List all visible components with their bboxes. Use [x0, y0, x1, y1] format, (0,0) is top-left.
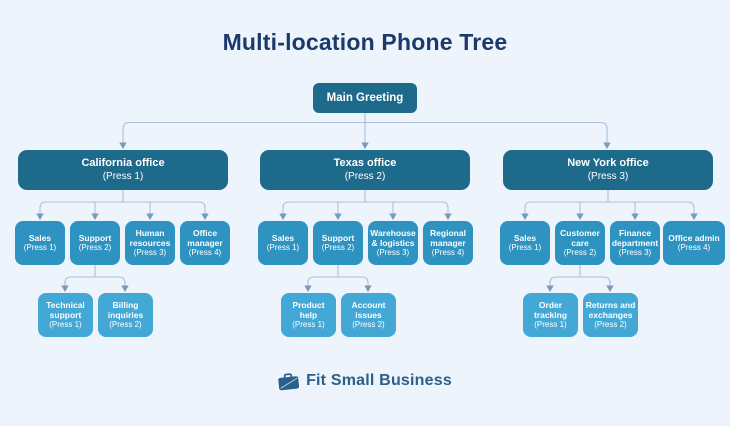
node-label: New York office	[567, 157, 649, 170]
node-label: Finance department	[611, 227, 659, 248]
node-press: (Press 3)	[587, 170, 629, 182]
node-press: (Press 1)	[102, 170, 144, 182]
node-ny-returns-exchanges: Returns and exchanges (Press 2)	[583, 293, 638, 337]
page-title: Multi-location Phone Tree	[222, 29, 508, 55]
node-label: Office manager	[187, 227, 223, 248]
node-press: (Press 4)	[188, 248, 222, 258]
node-label: Technical support	[46, 299, 85, 320]
node-ca-sales: Sales (Press 1)	[15, 221, 65, 265]
node-label: Customer care	[560, 227, 600, 248]
node-tx-warehouse-logistics: Warehouse & logistics (Press 3)	[368, 221, 418, 265]
node-label: Sales	[28, 232, 52, 243]
node-ca-billing-inquiries: Billing inquiries (Press 2)	[98, 293, 153, 337]
node-tx-account-issues: Account issues (Press 2)	[341, 293, 396, 337]
node-label: Returns and exchanges	[585, 299, 636, 320]
node-label: California office	[81, 157, 165, 170]
node-press: (Press 3)	[133, 248, 167, 258]
node-label: Main Greeting	[326, 92, 404, 104]
node-label: Account issues	[351, 299, 386, 320]
node-tx-sales: Sales (Press 1)	[258, 221, 308, 265]
node-ca-support: Support (Press 2)	[70, 221, 120, 265]
node-press: (Press 2)	[321, 243, 355, 252]
node-press: (Press 1)	[23, 243, 57, 252]
node-ca-office-manager: Office manager (Press 4)	[180, 221, 230, 265]
node-ny-customer-care: Customer care (Press 2)	[555, 221, 605, 265]
briefcase-icon	[278, 372, 300, 390]
node-press: (Press 4)	[677, 243, 711, 252]
node-press: (Press 3)	[618, 248, 652, 258]
node-press: (Press 1)	[266, 243, 300, 252]
node-press: (Press 1)	[292, 320, 325, 330]
node-label: Texas office	[333, 157, 397, 170]
node-tx-regional-manager: Regional manager (Press 4)	[423, 221, 473, 265]
node-press: (Press 2)	[352, 320, 385, 330]
node-label: Regional manager	[430, 227, 466, 248]
node-label: Support	[78, 232, 112, 243]
node-label: Order tracking	[533, 299, 568, 320]
footer-brand: Fit Small Business	[0, 369, 730, 393]
node-label: Support	[321, 232, 355, 243]
node-press: (Press 1)	[534, 320, 567, 330]
node-press: (Press 2)	[594, 320, 627, 330]
node-press: (Press 1)	[49, 320, 82, 330]
node-ca-human-resources: Human resources (Press 3)	[125, 221, 175, 265]
node-press: (Press 2)	[109, 320, 142, 330]
node-ny-office-admin: Office admin (Press 4)	[663, 221, 725, 265]
node-label: Human resources	[129, 227, 171, 248]
node-press: (Press 2)	[78, 243, 112, 252]
node-press: (Press 2)	[344, 170, 386, 182]
node-press: (Press 4)	[431, 248, 465, 258]
node-label: Sales	[513, 232, 537, 243]
node-press: (Press 3)	[376, 248, 410, 258]
node-ny-order-tracking: Order tracking (Press 1)	[523, 293, 578, 337]
node-ny-finance-department: Finance department (Press 3)	[610, 221, 660, 265]
node-label: Sales	[271, 232, 295, 243]
node-tx-product-help: Product help (Press 1)	[281, 293, 336, 337]
node-press: (Press 1)	[508, 243, 542, 252]
footer-brand-text: Fit Small Business	[306, 372, 452, 389]
node-ca-technical-support: Technical support (Press 1)	[38, 293, 93, 337]
node-label: Warehouse & logistics	[370, 227, 416, 248]
node-tx-support: Support (Press 2)	[313, 221, 363, 265]
node-main-greeting: Main Greeting	[313, 83, 417, 113]
node-press: (Press 2)	[563, 248, 597, 258]
node-label: Product help	[292, 299, 325, 320]
node-label: Billing inquiries	[107, 299, 144, 320]
node-texas-office: Texas office (Press 2)	[260, 150, 470, 190]
node-new-york-office: New York office (Press 3)	[503, 150, 713, 190]
node-label: Office admin	[668, 232, 720, 243]
node-california-office: California office (Press 1)	[18, 150, 228, 190]
node-ny-sales: Sales (Press 1)	[500, 221, 550, 265]
